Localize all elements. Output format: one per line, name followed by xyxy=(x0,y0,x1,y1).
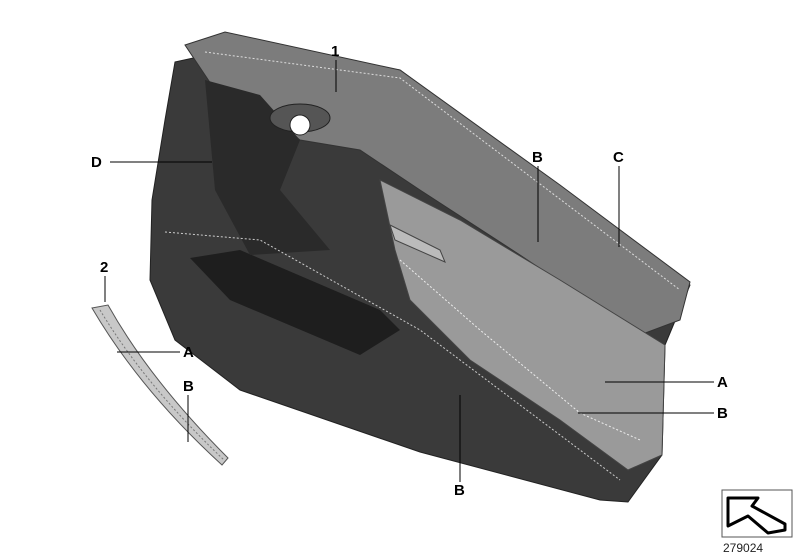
callout-C: C xyxy=(613,149,624,166)
callout-1: 1 xyxy=(331,43,340,60)
callout-B-armrest: B xyxy=(717,405,728,422)
arrow-symbol-icon xyxy=(726,496,787,535)
armrest xyxy=(379,179,666,471)
callout-2: 2 xyxy=(100,259,109,276)
callout-B-upper: B xyxy=(532,149,543,166)
door-frame-inner xyxy=(205,80,330,255)
leader-lines xyxy=(104,60,714,482)
callout-A-armrest: A xyxy=(717,374,728,391)
reference-number: 279024 xyxy=(723,541,764,555)
door-pocket xyxy=(190,250,400,355)
callout-B-lower: B xyxy=(454,482,465,499)
callout-D: D xyxy=(91,154,102,171)
callout-B-handle: B xyxy=(183,378,194,395)
grab-handle xyxy=(91,304,229,466)
stitching-armrest xyxy=(399,259,641,441)
stitching-upper xyxy=(204,51,681,291)
inner-handle xyxy=(389,224,446,263)
callout-A-handle: A xyxy=(183,344,194,361)
